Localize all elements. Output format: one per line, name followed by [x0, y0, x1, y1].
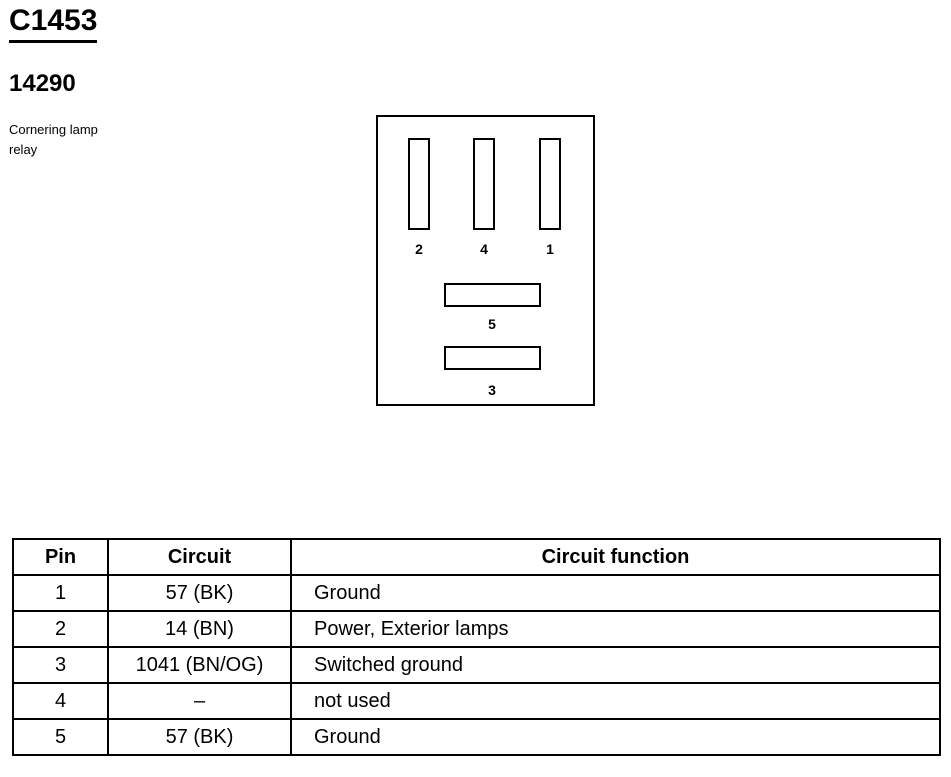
pin-terminal-1	[539, 138, 561, 230]
cell-circuit-function: Ground	[290, 574, 941, 612]
component-description: Cornering lamp relay	[9, 120, 159, 160]
cell-pin: 3	[12, 646, 109, 684]
cell-circuit-function: Switched ground	[290, 646, 941, 684]
cell-pin: 2	[12, 610, 109, 648]
table-row: 5 57 (BK) Ground	[12, 718, 941, 756]
part-number: 14290	[9, 70, 76, 97]
table-row: 4 – not used	[12, 682, 941, 720]
header-pin: Pin	[12, 538, 109, 576]
cell-circuit: 57 (BK)	[107, 718, 292, 756]
pin-label-4: 4	[480, 241, 488, 257]
cell-pin: 4	[12, 682, 109, 720]
pin-terminal-3	[444, 346, 541, 370]
pin-label-2: 2	[415, 241, 423, 257]
connector-id: C1453	[9, 4, 98, 43]
cell-circuit-function: Power, Exterior lamps	[290, 610, 941, 648]
cell-pin: 1	[12, 574, 109, 612]
pin-label-5: 5	[488, 316, 496, 332]
cell-circuit: 1041 (BN/OG)	[107, 646, 292, 684]
pin-terminal-2	[408, 138, 430, 230]
cell-pin: 5	[12, 718, 109, 756]
cell-circuit-function: not used	[290, 682, 941, 720]
pin-terminal-5	[444, 283, 541, 307]
table-row: 1 57 (BK) Ground	[12, 574, 941, 612]
description-line-2: relay	[9, 142, 38, 157]
table-row: 3 1041 (BN/OG) Switched ground	[12, 646, 941, 684]
pin-label-1: 1	[546, 241, 554, 257]
description-line-1: Cornering lamp	[9, 122, 98, 137]
pin-circuit-table: Pin Circuit Circuit function 1 57 (BK) G…	[12, 538, 941, 756]
table-header-row: Pin Circuit Circuit function	[12, 538, 941, 576]
cell-circuit: 14 (BN)	[107, 610, 292, 648]
cell-circuit: 57 (BK)	[107, 574, 292, 612]
pin-label-3: 3	[488, 382, 496, 398]
header-circuit-function: Circuit function	[290, 538, 941, 576]
header-circuit: Circuit	[107, 538, 292, 576]
pin-terminal-4	[473, 138, 495, 230]
connector-face-diagram: 2 4 1 5 3	[376, 115, 595, 406]
table-row: 2 14 (BN) Power, Exterior lamps	[12, 610, 941, 648]
cell-circuit: –	[107, 682, 292, 720]
cell-circuit-function: Ground	[290, 718, 941, 756]
